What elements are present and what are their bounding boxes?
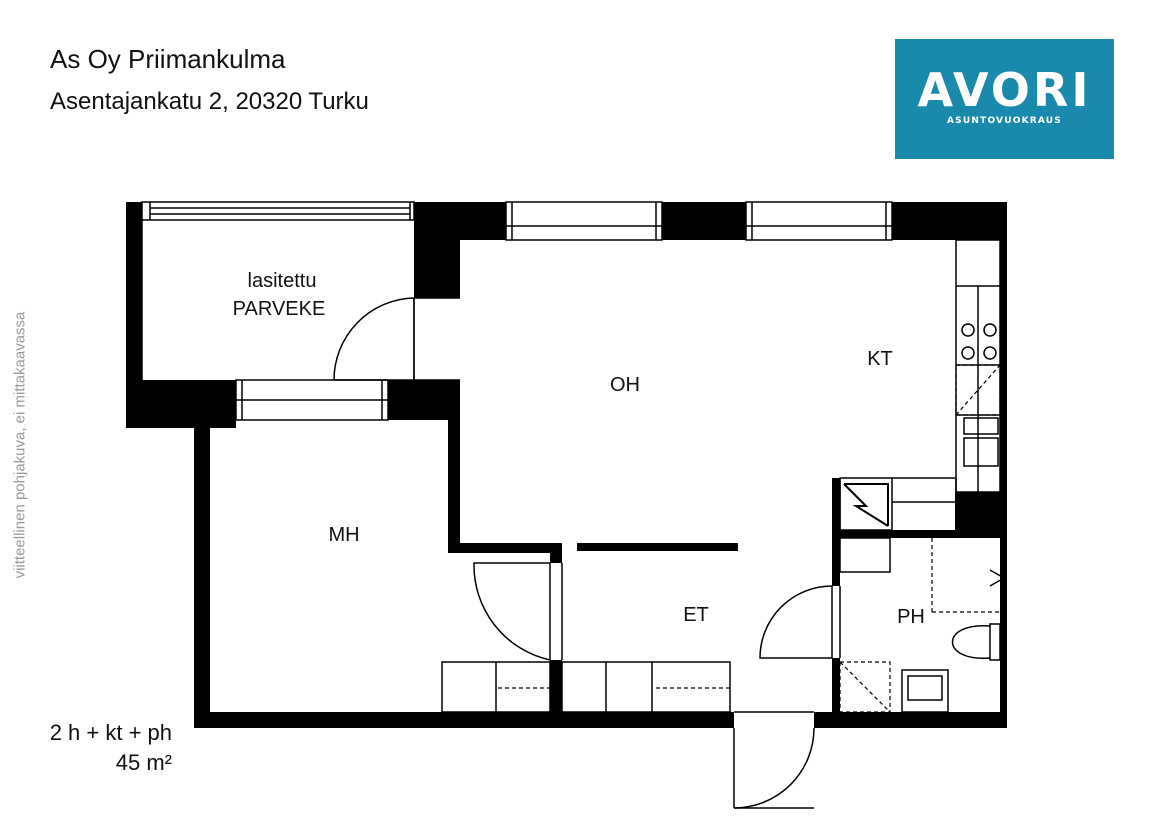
shaft-icon [843,483,889,527]
hall-label: ET [683,604,709,626]
walls [126,202,1007,728]
apartment-summary: 2 h + kt + ph 45 m² [50,718,172,778]
balcony-label-line2: PARVEKE [233,298,326,320]
apartment-type: 2 h + kt + ph [49,720,172,745]
logo-tagline: ASUNTOVUOKRAUS [947,116,1062,126]
logo-brand: AVORI [917,63,1092,117]
building-name: As Oy Priimankulma [50,44,286,74]
interior-lines [141,220,1001,809]
balcony-label-line1: lasitettu [248,270,317,292]
building-address: Asentajankatu 2, 20320 Turku [50,88,369,115]
apartment-area: 45 m² [115,750,172,775]
dashed-lines [498,364,1001,713]
living-room-label: OH [610,374,640,396]
faucet-icon [989,569,1006,587]
bathroom-label: PH [897,606,925,628]
kitchen-label: KT [867,348,893,370]
avori-logo: AVORI ASUNTOVUOKRAUS [895,39,1114,159]
windows [141,201,893,421]
bedroom-label: MH [328,524,359,546]
